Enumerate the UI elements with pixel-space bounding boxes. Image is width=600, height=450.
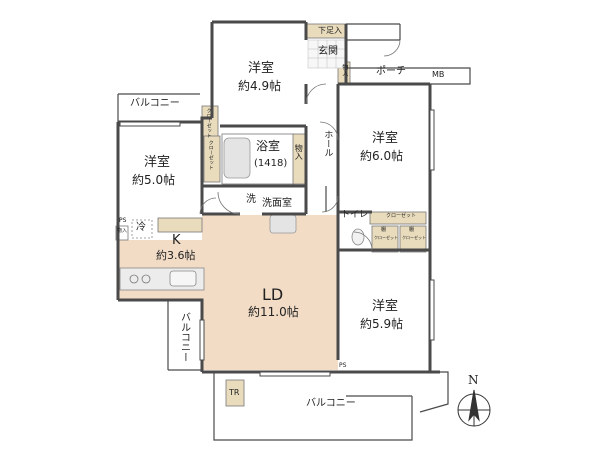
washbasin — [269, 214, 297, 234]
sen-label: 洗 — [246, 194, 256, 205]
room-western3-size: 約6.0帖 — [360, 149, 404, 163]
windows — [119, 109, 435, 377]
closet-w2 — [203, 135, 221, 183]
bathtub — [223, 137, 251, 179]
room-kitchen-size: 約3.6帖 — [156, 249, 196, 262]
closet-w3a — [371, 225, 399, 253]
toilet-bowl — [351, 228, 365, 246]
room-western4-size: 約5.9帖 — [360, 317, 404, 331]
mb-label: MB — [432, 70, 445, 79]
shelf1-label: 棚 — [381, 227, 387, 233]
genkan-label: 玄関 — [318, 46, 338, 57]
closet-w1-label: クローゼット — [205, 108, 212, 138]
closet-w3a-label: クローゼット — [374, 235, 398, 240]
closet-w3 — [369, 211, 427, 225]
genkan-tile — [307, 39, 347, 69]
room-ld-name: LD — [262, 285, 284, 304]
room-western1-name: 洋室 — [248, 61, 275, 76]
north-label: N — [468, 373, 479, 387]
ps-bottom-label: PS — [339, 362, 347, 369]
senmen-label: 洗面室 — [262, 198, 292, 209]
ld-floor — [118, 215, 338, 370]
geta-label: 下足入 — [318, 26, 342, 35]
porch-label: ポーチ — [376, 66, 406, 77]
room-ld-size: 約11.0帖 — [248, 305, 299, 319]
room-western1-size: 約4.9帖 — [238, 79, 282, 93]
room-western3-name: 洋室 — [372, 131, 399, 146]
monoire-bath-label: 物入 — [294, 144, 304, 160]
thin-walls — [117, 23, 471, 441]
hall-label: ホール — [322, 130, 333, 157]
monoire-top-label: 物入 — [340, 64, 348, 76]
room-western4-name: 洋室 — [372, 299, 399, 314]
balcony-top-label: バルコニー — [130, 98, 180, 109]
closet-w3-label: クローゼット — [386, 213, 417, 219]
kitchen-shelf — [157, 217, 203, 233]
ps-left-label: PS — [119, 217, 127, 224]
balcony-bottom-label: バルコニー — [306, 398, 356, 409]
monoire-k — [115, 225, 129, 241]
room-bath-name: 浴室 — [256, 139, 281, 153]
fridge-label: 冷 — [136, 222, 146, 233]
fridge-space — [131, 219, 153, 239]
doors — [199, 39, 401, 251]
stove-burner — [141, 274, 151, 284]
room-bath-code: (1418) — [254, 158, 288, 169]
toilet-label-h: トイレ — [341, 210, 369, 220]
closet-w3b-label: クローゼット — [402, 235, 426, 240]
kitchen-sink — [169, 270, 197, 287]
tr-box — [225, 379, 245, 407]
room-western2-name: 洋室 — [144, 155, 171, 170]
balcony-left-label: バルコニー — [178, 312, 190, 362]
room-western2-size: 約5.0帖 — [132, 173, 176, 187]
closet-w3b — [399, 225, 427, 253]
north-arrow — [457, 389, 491, 427]
closet-w2-label: クローゼット — [207, 140, 214, 170]
tr-label: TR — [229, 388, 240, 397]
monoire-k-label: 物入 — [117, 228, 128, 234]
shelf2-label: 棚 — [409, 227, 415, 233]
stove-burner — [129, 274, 139, 284]
room-kitchen-name: K — [172, 233, 181, 248]
